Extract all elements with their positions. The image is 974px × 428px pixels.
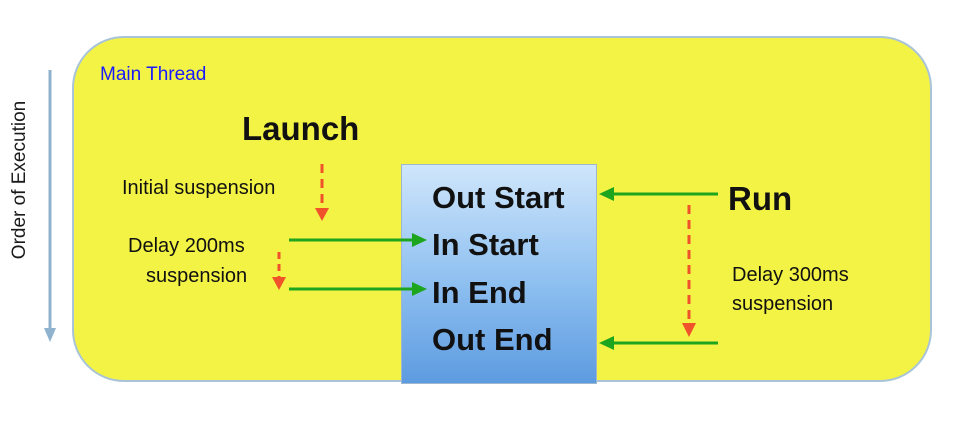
launch-delay-note-line2: suspension — [146, 265, 248, 287]
arrow-run-to-out-end — [599, 336, 718, 350]
order-of-execution-arrow — [44, 70, 56, 342]
arrow-to-in-end — [289, 282, 427, 296]
launch-delay-note-line1: Delay 200ms — [128, 235, 245, 257]
panel-title: Main Thread — [100, 64, 207, 85]
run-delay-suspension-arrow — [682, 205, 696, 337]
run-delay-note-line2: suspension — [732, 293, 834, 315]
run-label: Run — [728, 180, 793, 217]
step-out-end: Out End — [432, 322, 553, 357]
step-in-start: In Start — [432, 227, 539, 262]
arrow-to-in-start — [289, 233, 427, 247]
step-out-start: Out Start — [432, 180, 565, 215]
arrow-run-to-out-start — [599, 187, 718, 201]
launch-delay-suspension-arrow — [272, 252, 286, 290]
run-delay-note-line1: Delay 300ms — [732, 264, 849, 286]
coroutine-execution-box — [401, 164, 597, 384]
launch-label: Launch — [242, 110, 360, 147]
step-in-end: In End — [432, 275, 527, 310]
initial-suspension-note: Initial suspension — [122, 177, 276, 199]
launch-initial-suspension-arrow — [315, 164, 329, 221]
